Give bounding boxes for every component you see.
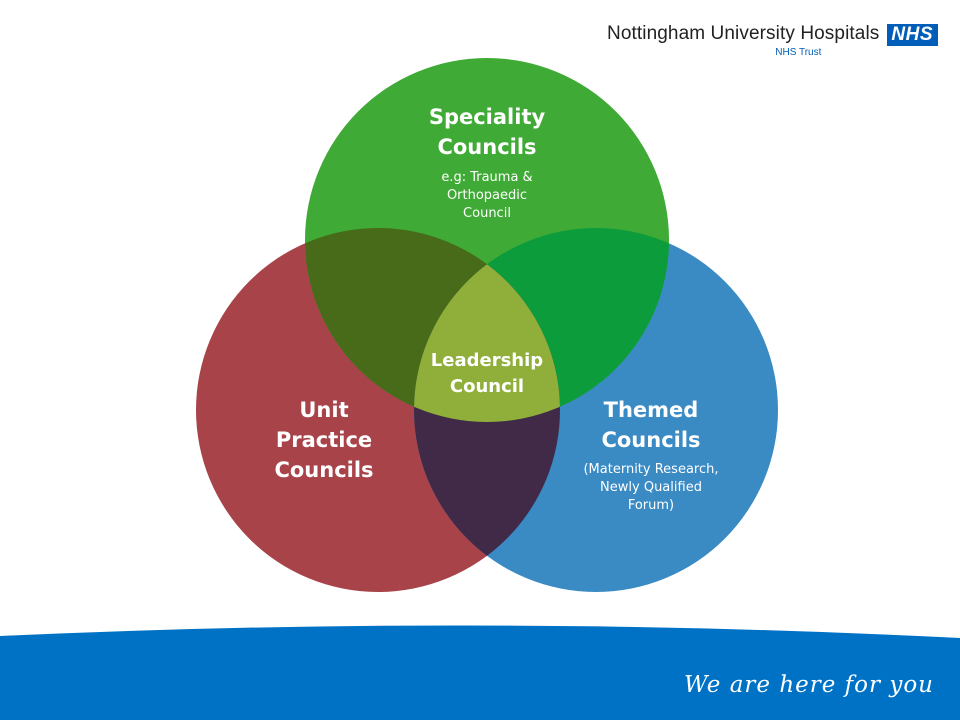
tagline: We are here for you: [684, 672, 934, 698]
unit-title-2: Practice: [276, 428, 372, 452]
venn-diagram: Speciality Councils e.g: Trauma & Orthop…: [196, 58, 778, 592]
leadership-title-1: Leadership: [431, 350, 543, 371]
themed-title-2: Councils: [601, 428, 700, 452]
speciality-sub-2: Orthopaedic: [447, 188, 527, 203]
themed-sub-2: Newly Qualified: [600, 480, 702, 495]
unit-title-1: Unit: [299, 398, 348, 422]
org-subtitle: NHS Trust: [775, 47, 822, 58]
nhs-logo: NHS: [887, 24, 938, 46]
footer-band: [0, 625, 960, 720]
speciality-title-2: Councils: [437, 135, 536, 159]
speciality-sub-3: Council: [463, 206, 511, 221]
themed-sub-3: Forum): [628, 498, 674, 513]
speciality-sub-1: e.g: Trauma &: [441, 170, 532, 185]
leadership-title-2: Council: [450, 376, 524, 397]
org-block: Nottingham University Hospitals NHS Trus…: [607, 22, 879, 60]
header: Nottingham University Hospitals NHS Trus…: [607, 22, 938, 60]
unit-title-3: Councils: [274, 458, 373, 482]
themed-sub-1: (Maternity Research,: [583, 462, 718, 477]
org-name: Nottingham University Hospitals: [607, 23, 880, 44]
speciality-title-1: Speciality: [429, 105, 546, 129]
themed-title-1: Themed: [604, 398, 699, 422]
